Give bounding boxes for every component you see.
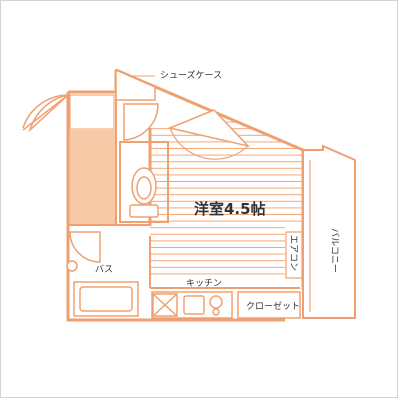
western-room-floor — [150, 110, 303, 226]
label-balcony: バルコニー — [329, 228, 340, 273]
air-conditioner — [285, 231, 303, 279]
label-shoe-case: シューズケース — [160, 69, 222, 81]
toilet — [129, 167, 159, 218]
entrance-door-leaf — [22, 94, 69, 131]
balcony — [302, 144, 356, 319]
inner-walls — [68, 92, 300, 289]
room-door — [167, 109, 251, 148]
room-door-swing — [169, 127, 249, 160]
label-western-room: 洋室4.5帖 — [194, 200, 266, 218]
label-air-conditioner: エアコン — [288, 235, 298, 271]
kitchen — [151, 291, 233, 319]
entrance-area — [68, 130, 116, 225]
label-kitchen: キッチン — [186, 278, 222, 289]
shoe-case — [115, 68, 156, 101]
label-closet: クローゼット — [246, 300, 300, 312]
room-floor-lower — [150, 226, 285, 276]
bath-area — [66, 231, 139, 317]
hall-door — [123, 103, 159, 141]
entrance-closet — [69, 94, 115, 130]
label-bath: バス — [95, 264, 113, 275]
closet — [237, 291, 301, 319]
